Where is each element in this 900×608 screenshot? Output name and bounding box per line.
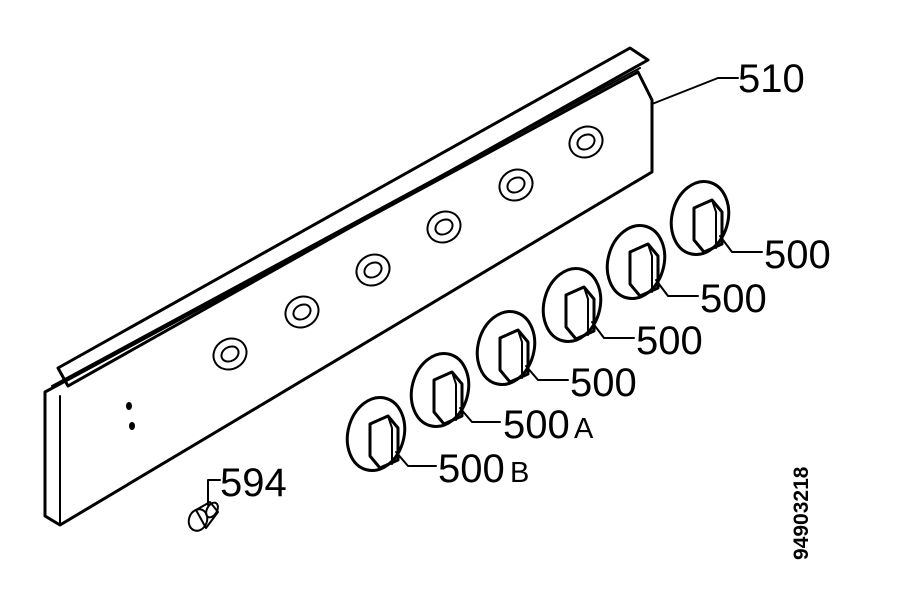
label-500B-letter: B (510, 457, 529, 489)
leader-knob-a (459, 407, 501, 423)
label-500B-number: 500 (438, 447, 505, 491)
knob-500-1 (661, 173, 739, 263)
leader-knob-1 (719, 235, 763, 253)
knob-500-3 (533, 260, 611, 350)
label-500A-number: 500 (503, 403, 570, 447)
panel-front-face (43, 70, 654, 527)
label-500A-letter: A (574, 413, 594, 445)
label-500-1: 500 (764, 233, 831, 277)
panel-indicator-holes (126, 402, 135, 430)
control-panel (43, 46, 654, 527)
leader-knob-3 (591, 321, 635, 339)
knob-500A (401, 345, 479, 435)
label-500-4: 500 (570, 361, 637, 405)
label-594: 594 (220, 461, 287, 505)
leader-screw-594 (207, 479, 221, 506)
label-500-2: 500 (700, 277, 767, 321)
leader-knob-4 (525, 365, 569, 381)
knob-500B (337, 389, 415, 479)
leader-knob-b (395, 451, 437, 467)
label-510: 510 (738, 57, 805, 101)
leader-knob-2 (655, 279, 699, 297)
knob-500-2 (597, 217, 675, 307)
leader-line-510 (651, 77, 739, 105)
screw-594 (187, 501, 219, 532)
drawing-number: 94903218 (790, 466, 813, 560)
knob-500-4 (467, 303, 545, 393)
label-500-3: 500 (636, 319, 703, 363)
panel-knob-holes (212, 125, 604, 371)
